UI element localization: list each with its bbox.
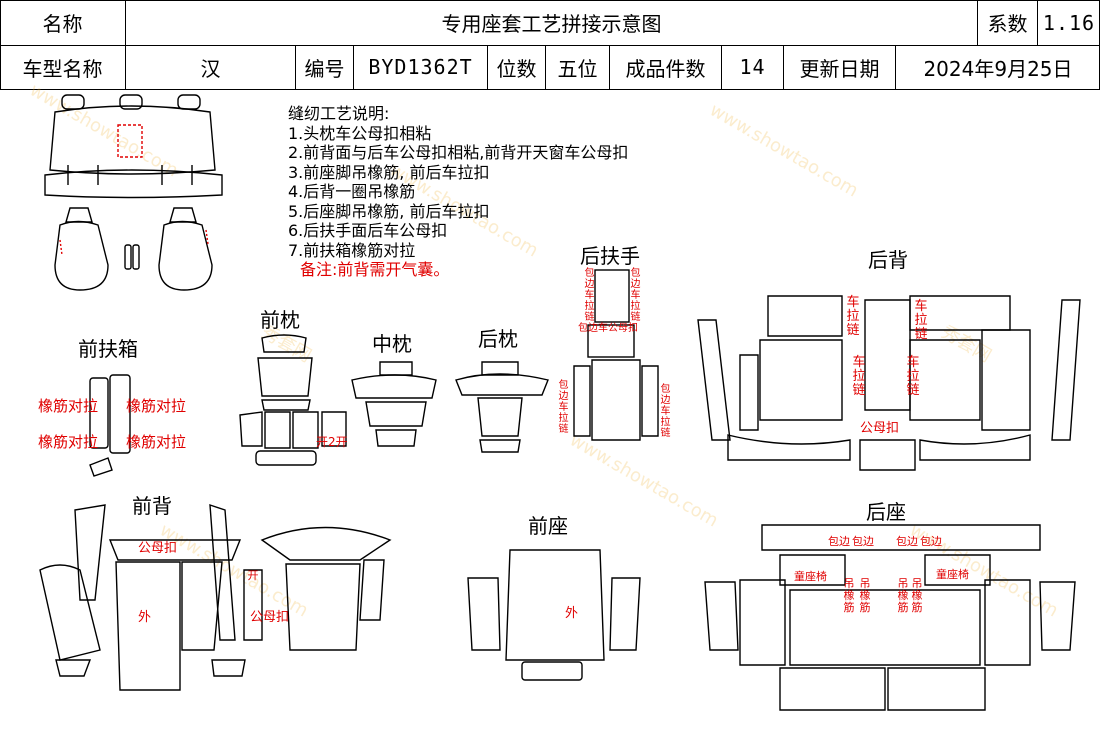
pieces-front-headrest [239,334,347,466]
model-label: 车型名称 [0,45,126,89]
pieces-rear-armrest [573,269,659,441]
annotation-hang-elastic: 吊橡筋 [859,577,871,614]
annotation-outer: 外 [565,606,579,621]
annotation-edge-zip: 包边车拉链 [584,268,595,323]
annotation-edge: 包边 [852,535,874,548]
annotation-edge-snap: 包边车公母扣 [578,323,638,334]
coef-value: 1.16 [1042,10,1096,35]
thumbnail-front-seats [54,207,213,291]
annotation-edge: 包边 [920,535,942,548]
annotation-snap: 公母扣 [860,421,900,436]
coef-label: 系数 [978,0,1038,45]
date-label: 更新日期 [784,45,896,89]
annotation-car-zip: 车拉链 [846,295,860,338]
sewing-notes: 缝纫工艺说明: 1.头枕车公母扣相粘 2.前背面与后车公母扣相粘,前背开天窗车公… [288,104,628,280]
annotation-child-seat: 童座椅 [794,570,827,583]
annotation-hang-elastic: 吊橡筋 [911,577,923,614]
pieces-front-seat [467,549,641,681]
border-mid [0,45,1100,46]
border-bottom [0,89,1100,90]
annotation-car-zip: 车拉链 [914,299,928,342]
section-rear-seat: 后座 [866,500,906,524]
note-item: 1.头枕车公母扣相粘 [288,123,432,143]
thumbnail-rear-bench [44,94,223,199]
note-item: 3.前座脚吊橡筋, 前后车拉扣 [288,162,490,182]
section-front-seat: 前座 [528,514,568,538]
pieces-rear-headrest [455,361,549,453]
annotation-open-2: 开2开 [316,435,348,449]
seats-value: 五位 [546,45,610,89]
model-value: 汉 [126,45,296,89]
notes-remark: 备注:前背需开气囊。 [300,260,450,279]
note-item: 4.后背一圈吊橡筋 [288,182,416,201]
annotation-hang-elastic: 吊橡筋 [897,577,909,614]
annotation-snap: 公母扣 [138,541,178,556]
section-rear-armrest: 后扶手 [580,244,640,268]
pieces-middle-headrest [351,361,437,447]
notes-title: 缝纫工艺说明: [288,104,390,123]
pieces-front-armbox [89,374,131,477]
annotation-car-zip: 车拉链 [852,355,866,398]
note-item: 2.前背面与后车公母扣相粘,前背开天窗车公母扣 [288,143,629,162]
section-rear-headrest: 后枕 [478,327,518,351]
annotation-edge: 包边 [896,535,918,548]
annotation-elastic-pull: 橡筋对拉 [38,433,99,451]
annotation-outer: 外 [138,610,152,625]
seats-label: 位数 [488,45,546,89]
annotation-child-seat: 童座椅 [936,568,969,581]
section-middle-headrest: 中枕 [372,332,412,356]
pieces-value: 14 [722,45,784,89]
section-rear-back: 后背 [868,248,908,272]
pieces-front-back [39,504,392,691]
border-left [0,0,1,90]
pieces-rear-back [697,295,1081,471]
code-label: 编号 [296,45,354,89]
section-front-headrest: 前枕 [260,308,300,332]
sheet-title: 专用座套工艺拼接示意图 [126,0,978,45]
pieces-rear-seat [704,524,1076,711]
annotation-edge-zip: 包边车拉链 [660,384,671,439]
note-item: 6.后扶手面后车公母扣 [288,221,448,240]
annotation-car-zip: 车拉链 [906,355,920,398]
annotation-elastic-pull: 橡筋对拉 [38,397,99,415]
annotation-edge-zip: 包边车拉链 [630,268,641,323]
note-item: 5.后座脚吊橡筋, 前后车拉扣 [288,201,490,221]
name-label: 名称 [0,0,126,45]
section-front-back: 前背 [132,494,172,518]
pieces-label: 成品件数 [610,45,722,89]
date-value: 2024年9月25日 [923,56,1073,81]
header-table: 名称 专用座套工艺拼接示意图 系数 1.16 车型名称 汉 编号 BYD1362… [0,0,1100,90]
code-value: BYD1362T [354,45,488,89]
annotation-open: 开 [247,569,259,582]
annotation-snap: 公母扣 [250,610,290,625]
annotation-elastic-pull: 橡筋对拉 [126,433,187,451]
annotation-elastic-pull: 橡筋对拉 [126,397,187,415]
annotation-hang-elastic: 吊橡筋 [843,577,855,614]
annotation-edge: 包边 [828,535,850,548]
annotation-edge-zip: 包边车拉链 [558,380,569,435]
border-top [0,0,1100,1]
note-item: 7.前扶箱橡筋对拉 [288,240,416,260]
section-front-armbox: 前扶箱 [78,337,138,361]
